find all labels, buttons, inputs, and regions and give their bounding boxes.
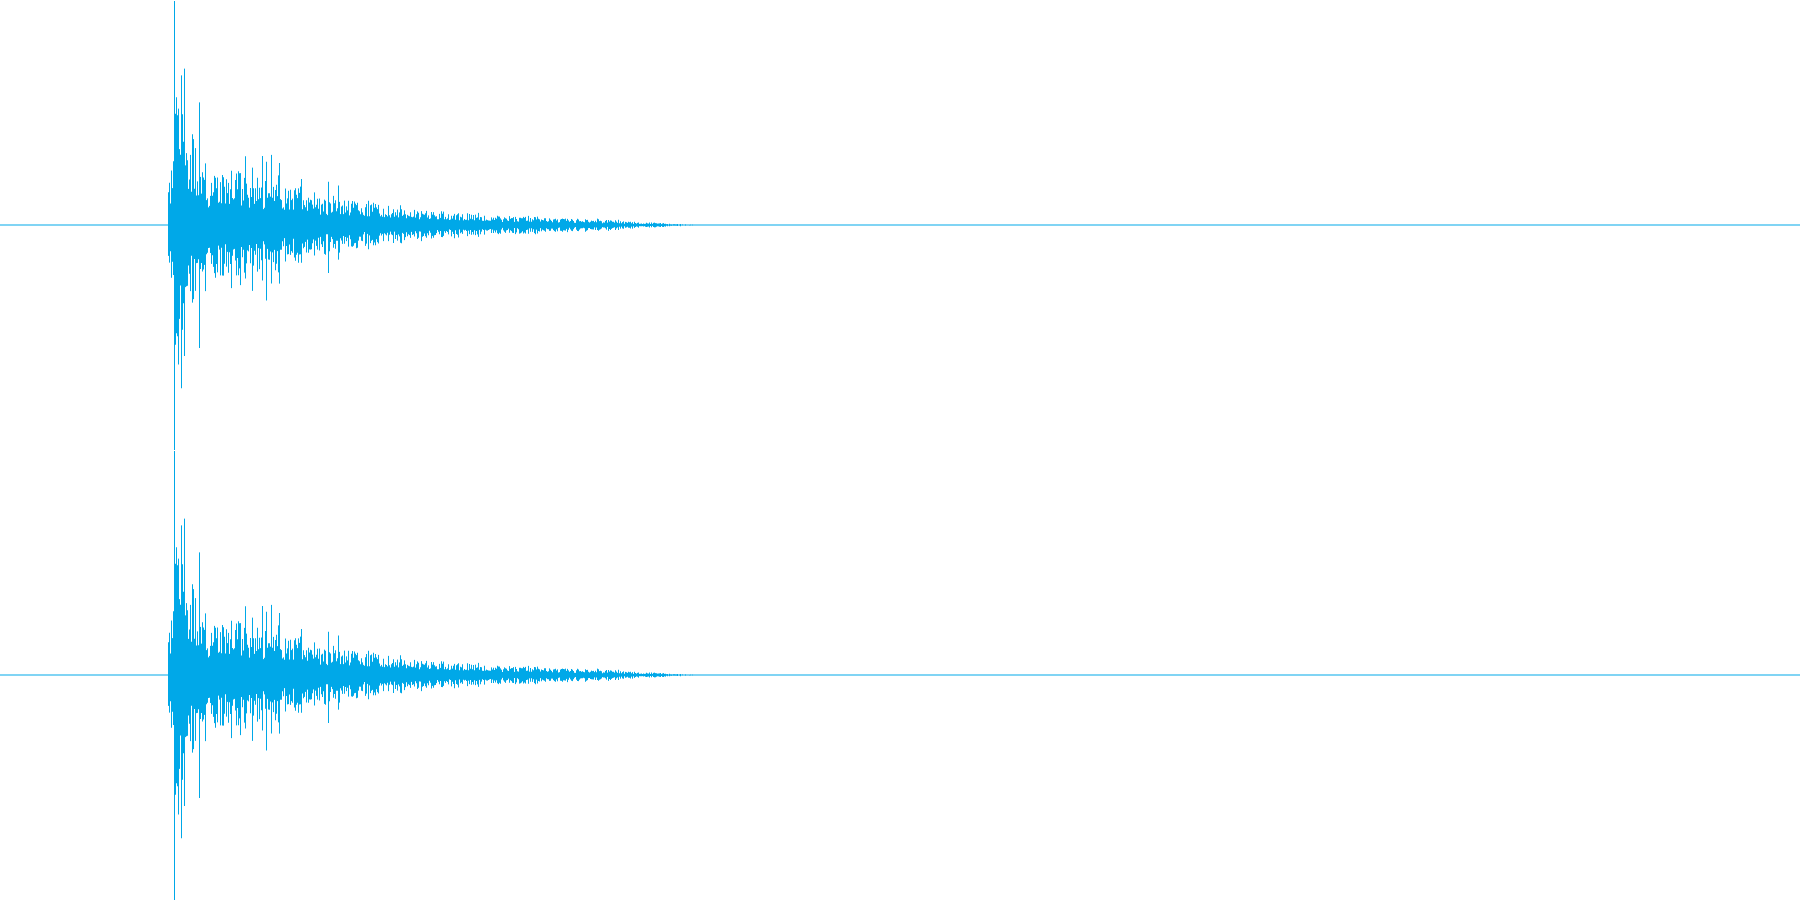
waveform-channel-2[interactable] bbox=[0, 450, 1800, 900]
waveform-path bbox=[168, 451, 707, 900]
waveform-channel-1[interactable] bbox=[0, 0, 1800, 450]
waveform-path bbox=[168, 1, 707, 450]
waveform-channel-1-svg bbox=[0, 1, 1800, 450]
channel-1-wave-peaks bbox=[168, 1, 707, 450]
waveform-channel-2-svg bbox=[0, 451, 1800, 900]
channel-2-wave-peaks bbox=[168, 451, 707, 900]
